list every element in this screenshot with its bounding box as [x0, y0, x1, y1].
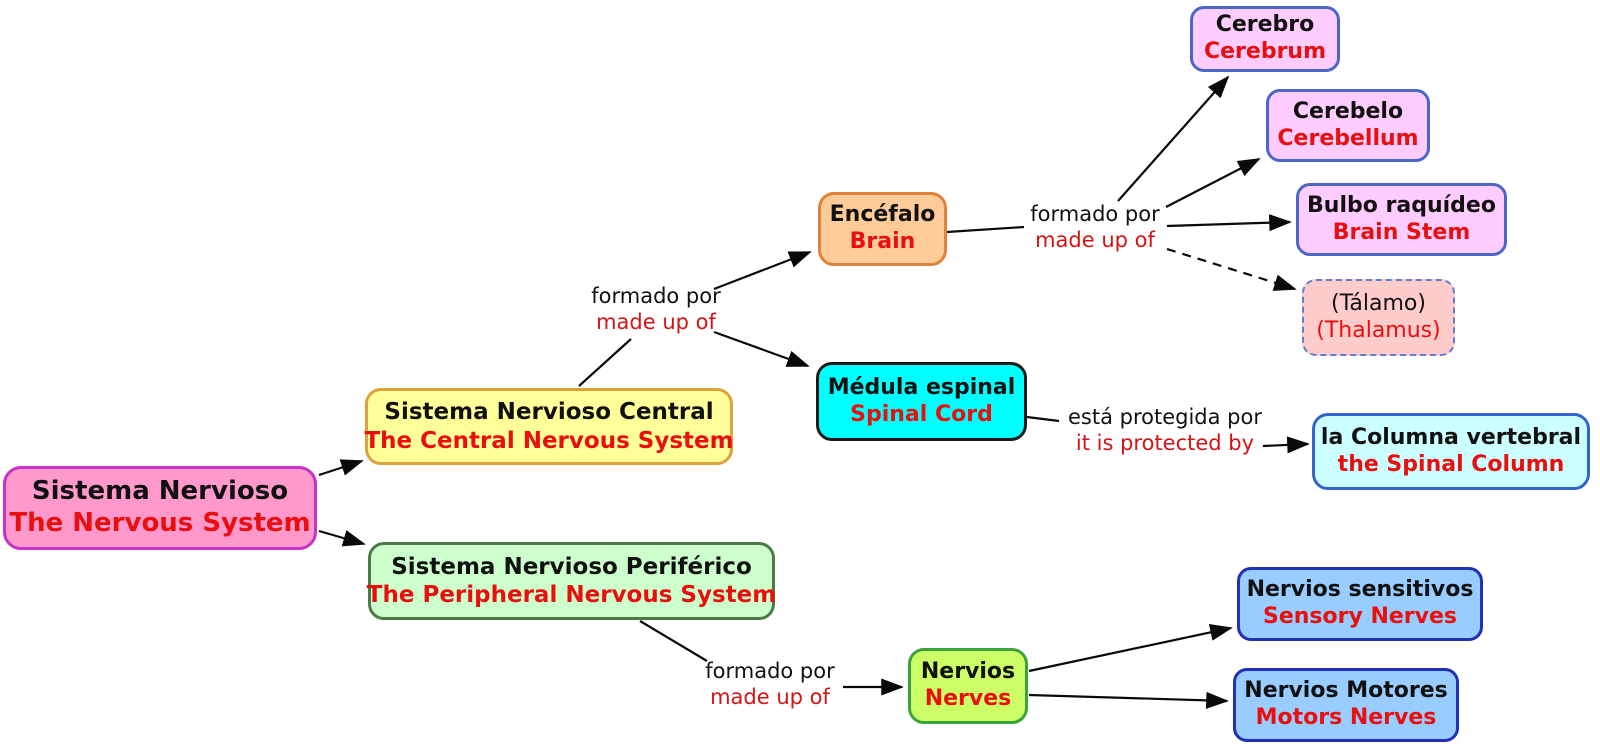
node-nervios: Nervios Nerves: [908, 648, 1028, 724]
node-cerebelo: Cerebelo Cerebellum: [1266, 89, 1430, 162]
node-label-en: The Central Nervous System: [364, 427, 734, 454]
node-label-en: The Peripheral Nervous System: [366, 582, 777, 608]
node-label-es: Nervios Motores: [1244, 678, 1448, 704]
edge-label-to-cerebro: [1117, 75, 1230, 202]
node-sistema-nervioso-periferico: Sistema Nervioso Periférico The Peripher…: [366, 542, 777, 620]
node-bulbo-raquideo: Bulbo raquídeo Brain Stem: [1296, 183, 1507, 256]
edge-label-to-medula: [713, 330, 810, 368]
node-label-en: (Thalamus): [1316, 317, 1441, 343]
node-label-es: Cerebelo: [1292, 98, 1404, 124]
node-label-en: Cerebellum: [1277, 125, 1419, 151]
node-nervios-sensitivos: Nervios sensitivos Sensory Nerves: [1237, 567, 1483, 641]
edge-nervios-to-motores: [1028, 691, 1229, 709]
link-label-en: it is protected by: [1075, 431, 1255, 455]
node-label-es: (Tálamo): [1331, 290, 1426, 316]
link-label-formado-por-periferico: formado por made up of: [685, 658, 855, 710]
link-label-formado-por-encefalo: formado por made up of: [1012, 201, 1178, 253]
node-label-es: Cerebro: [1215, 12, 1315, 38]
node-label-en: Motors Nerves: [1255, 705, 1437, 730]
node-label-en: Cerebrum: [1203, 39, 1327, 64]
node-label-es: Sistema Nervioso Periférico: [391, 553, 752, 580]
node-talamo: (Tálamo) (Thalamus): [1302, 279, 1455, 356]
node-label-en: Nerves: [924, 686, 1012, 711]
node-columna-vertebral: la Columna vertebral the Spinal Column: [1312, 413, 1590, 490]
node-label-en: Spinal Cord: [850, 401, 993, 427]
edge-central-to-label: [578, 338, 632, 387]
link-label-en: made up of: [596, 310, 716, 334]
edge-label-to-columna: [1262, 436, 1310, 454]
edge-label-to-encefalo: [713, 250, 812, 291]
node-label-es: Sistema Nervioso Central: [384, 399, 714, 426]
node-sistema-nervioso: Sistema Nervioso The Nervous System: [3, 466, 317, 550]
node-label-en: Brain: [849, 229, 916, 254]
node-encefalo: Encéfalo Brain: [818, 192, 947, 266]
node-cerebro: Cerebro Cerebrum: [1190, 6, 1340, 72]
link-label-esta-protegida-por: está protegida por it is protected by: [1045, 404, 1285, 456]
link-label-es: está protegida por: [1068, 405, 1262, 429]
node-label-es: Sistema Nervioso: [31, 476, 289, 507]
edge-label-to-talamo-dashed: [1166, 247, 1297, 291]
link-label-es: formado por: [1030, 202, 1160, 226]
node-label-es: Nervios sensitivos: [1246, 577, 1474, 603]
node-label-es: Médula espinal: [827, 374, 1016, 400]
edge-root-to-central: [318, 459, 364, 477]
node-label-en: the Spinal Column: [1337, 451, 1565, 477]
node-label-en: Brain Stem: [1332, 219, 1471, 245]
edge-label-to-cerebelo: [1165, 158, 1261, 208]
node-label-es: Bulbo raquídeo: [1307, 192, 1496, 218]
node-label-es: Encéfalo: [829, 202, 936, 228]
edge-periferico-to-label: [639, 620, 708, 662]
node-label-en: Sensory Nerves: [1262, 604, 1458, 629]
link-label-es: formado por: [705, 659, 835, 683]
node-nervios-motores: Nervios Motores Motors Nerves: [1233, 668, 1459, 742]
node-label-es: la Columna vertebral: [1320, 424, 1582, 450]
node-label-es: Nervios: [920, 659, 1016, 685]
link-label-es: formado por: [591, 284, 721, 308]
node-sistema-nervioso-central: Sistema Nervioso Central The Central Ner…: [364, 388, 734, 465]
edge-nervios-to-sensitivos: [1028, 624, 1233, 673]
link-label-en: made up of: [710, 685, 830, 709]
link-label-formado-por-central: formado por made up of: [571, 283, 741, 335]
edge-encefalo-to-label: [946, 225, 1025, 234]
edge-root-to-periferico: [318, 529, 366, 547]
edge-medula-to-label: [1026, 415, 1060, 423]
node-label-en: The Nervous System: [9, 508, 311, 538]
link-label-en: made up of: [1035, 228, 1155, 252]
node-medula-espinal: Médula espinal Spinal Cord: [816, 362, 1027, 441]
edge-label-to-bulbo: [1166, 214, 1292, 232]
